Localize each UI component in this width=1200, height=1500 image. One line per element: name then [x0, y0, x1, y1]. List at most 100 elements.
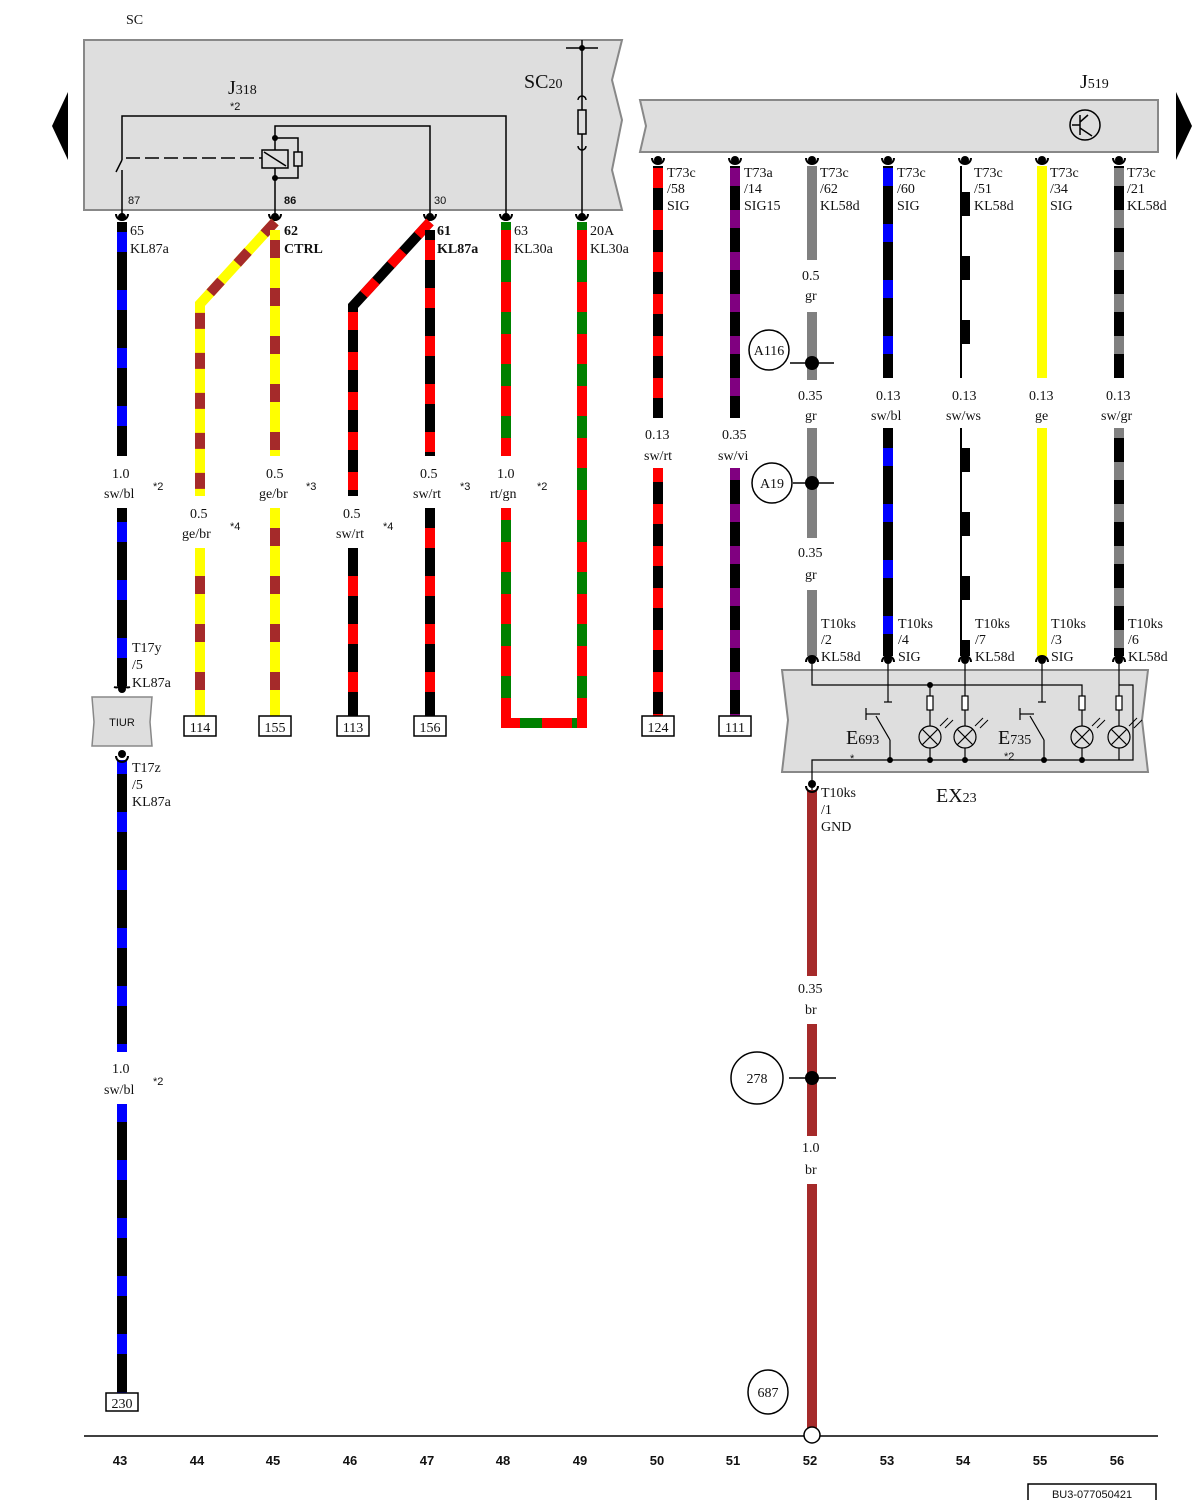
svg-text:sw/rt: sw/rt: [336, 527, 364, 542]
pin-30-label: 30: [434, 195, 446, 207]
svg-text:T10ks: T10ks: [975, 617, 1010, 632]
wire-47-upper: [425, 230, 435, 456]
wire-50-upper: [653, 166, 663, 418]
svg-text:KL30a: KL30a: [590, 242, 630, 257]
svg-text:ge/br: ge/br: [182, 527, 211, 542]
ref-box-124[interactable]: 124: [641, 715, 675, 737]
wire-48-49-loop: [501, 718, 587, 728]
wire-47-lower: [425, 508, 435, 716]
svg-text:*3: *3: [460, 481, 470, 493]
svg-text:0.13: 0.13: [876, 389, 901, 404]
ref-box-111[interactable]: 111: [718, 715, 752, 737]
wire-label-52a: 0.5 gr: [802, 269, 820, 304]
section-label: SC: [126, 13, 143, 28]
svg-text:T73c: T73c: [1127, 166, 1156, 181]
svg-text:KL58d: KL58d: [1128, 650, 1168, 665]
svg-text:/3: /3: [1051, 633, 1062, 648]
wire-label-46: 0.5sw/rt*4: [336, 507, 393, 542]
transistor-icon: [1069, 109, 1101, 141]
svg-text:KL87a: KL87a: [130, 242, 170, 257]
svg-text:0.13: 0.13: [1029, 389, 1054, 404]
svg-text:0.5: 0.5: [802, 269, 820, 284]
svg-text:T73c: T73c: [820, 166, 849, 181]
svg-text:KL87a: KL87a: [437, 242, 478, 257]
svg-text:KL87a: KL87a: [132, 676, 172, 691]
svg-text:gr: gr: [805, 289, 817, 304]
svg-text:111: 111: [725, 721, 745, 736]
svg-text:KL58d: KL58d: [820, 199, 860, 214]
e735-switch-label: E735: [998, 727, 1031, 749]
wire-43-lower: [117, 760, 127, 1052]
wire-54-upper: [960, 166, 970, 378]
wire-55-upper: [1037, 166, 1047, 378]
svg-text:65: 65: [130, 224, 144, 239]
ex23-label: EX23: [936, 785, 977, 807]
svg-text:48: 48: [496, 1453, 510, 1468]
svg-text:0.13: 0.13: [645, 428, 670, 443]
svg-text:KL58d: KL58d: [821, 650, 861, 665]
svg-text:KL58d: KL58d: [1127, 199, 1167, 214]
wire-49: [577, 222, 587, 728]
svg-text:687: 687: [758, 1386, 779, 1401]
svg-text:SIG: SIG: [897, 199, 920, 214]
ground-point-687: 687: [747, 1369, 789, 1415]
splice-278: 278: [730, 1051, 836, 1105]
svg-text:T10ks: T10ks: [821, 617, 856, 632]
wire-label-52e: 1.0br: [802, 1141, 820, 1178]
wire-54-lower: [960, 428, 970, 656]
svg-text:/58: /58: [667, 182, 685, 197]
ref-box-114[interactable]: 114: [183, 715, 217, 737]
tiur-connector: TIUR: [91, 682, 153, 763]
svg-text:230: 230: [112, 1397, 133, 1412]
ref-box-155[interactable]: 155: [258, 715, 292, 737]
svg-text:BU3-077050421: BU3-077050421: [1052, 1489, 1132, 1500]
splice-a19: A19: [751, 462, 834, 504]
wire-48-lower: [501, 508, 511, 728]
svg-text:KL58d: KL58d: [975, 650, 1015, 665]
svg-text:T73c: T73c: [974, 166, 1003, 181]
ref-box-113[interactable]: 113: [336, 715, 370, 737]
ref-box-230[interactable]: 230: [105, 1392, 139, 1412]
svg-text:ge/br: ge/br: [259, 487, 288, 502]
svg-text:gr: gr: [805, 568, 817, 583]
svg-text:63: 63: [514, 224, 528, 239]
svg-text:*2: *2: [537, 481, 547, 493]
wire-45-upper: [270, 230, 280, 456]
svg-text:61: 61: [437, 224, 451, 239]
svg-text:T17z: T17z: [132, 761, 161, 776]
wire-44-diagonal: [195, 218, 279, 496]
svg-text:44: 44: [190, 1453, 205, 1468]
svg-text:CTRL: CTRL: [284, 242, 323, 257]
svg-text:/62: /62: [820, 182, 838, 197]
next-page-arrow-icon[interactable]: [1176, 92, 1192, 160]
svg-text:20A: 20A: [590, 224, 615, 239]
svg-text:GND: GND: [821, 820, 851, 835]
svg-text:53: 53: [880, 1453, 894, 1468]
wire-53-upper: [883, 166, 893, 378]
svg-text:155: 155: [265, 721, 286, 736]
ref-box-156[interactable]: 156: [413, 715, 447, 737]
terminal-20a: 20A KL30a: [590, 224, 630, 257]
svg-text:0.35: 0.35: [798, 546, 823, 561]
prev-page-arrow-icon[interactable]: [52, 92, 68, 160]
column-numbers: 43 44 45 46 47 48 49 50 51 52 53 54 55 5…: [113, 1453, 1124, 1468]
svg-text:114: 114: [190, 721, 210, 736]
wire-51-lower: [730, 468, 740, 716]
svg-text:/4: /4: [898, 633, 909, 648]
svg-text:/2: /2: [821, 633, 832, 648]
svg-text:45: 45: [266, 1453, 280, 1468]
wire-label-47: 0.5sw/rt*3: [413, 467, 470, 502]
svg-text:0.35: 0.35: [798, 389, 823, 404]
wire-48-upper: [501, 222, 511, 456]
svg-text:KL58d: KL58d: [974, 199, 1014, 214]
